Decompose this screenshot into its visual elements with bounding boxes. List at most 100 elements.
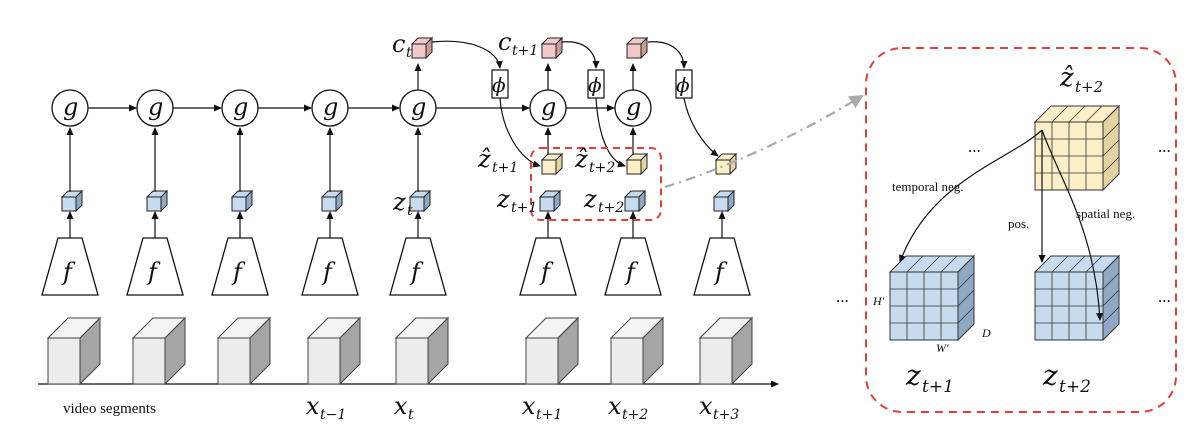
f-encoder: f (519, 211, 577, 296)
svg-text:z: z (496, 185, 510, 213)
svg-text:t: t (407, 203, 413, 219)
z-cubes (60, 189, 736, 213)
g-node: g (399, 89, 437, 127)
segment-box (216, 316, 272, 386)
zhat-cube (540, 152, 564, 176)
f-encoder: f (211, 211, 269, 296)
svg-text:z: z (583, 185, 597, 213)
g-node: g (136, 89, 174, 127)
zhat-cube (714, 152, 738, 176)
segment-box (131, 316, 187, 386)
spatial-neg-label: spatial neg. (1076, 206, 1135, 221)
z-cube (538, 189, 562, 213)
segment-box (306, 316, 362, 386)
g-node: g (311, 89, 349, 127)
g-label: g (323, 93, 338, 121)
svg-text:x: x (608, 392, 622, 420)
g-label: g (63, 93, 78, 121)
ellipsis-right-bottom: ... (1158, 287, 1171, 306)
c-cube (540, 36, 564, 60)
svg-text:t+2: t+2 (622, 407, 648, 423)
g-label: g (626, 93, 641, 121)
segment-box (609, 316, 665, 386)
f-encoder: f (41, 211, 99, 296)
g-node: g (221, 89, 259, 127)
svg-text:z: z (905, 359, 921, 392)
g-label: g (411, 93, 426, 121)
zoom-zhat-cube (1033, 104, 1121, 192)
segment-box (698, 316, 754, 386)
dim-h-label: H′ (872, 294, 885, 308)
zoom-zhat-label: ẑ t+2 (1059, 63, 1103, 96)
svg-text:t+3: t+3 (713, 407, 739, 423)
zoom-box (865, 47, 1177, 413)
phi-label: ϕ (492, 73, 506, 97)
g-node: g (529, 89, 567, 127)
svg-text:ẑ: ẑ (477, 145, 491, 173)
svg-text:c: c (498, 28, 511, 56)
zhat-cube (625, 152, 649, 176)
temporal-neg-label: temporal neg. (892, 179, 963, 194)
f-encoder: f (389, 211, 447, 296)
svg-text:t: t (406, 45, 412, 61)
svg-text:t+1: t+1 (536, 407, 562, 423)
z-cube (408, 189, 432, 213)
phi-block: ϕ (491, 69, 509, 99)
svg-text:t: t (408, 407, 414, 423)
z-cube (320, 189, 344, 213)
dim-d-label: D (981, 326, 991, 340)
svg-text:x: x (699, 392, 713, 420)
svg-text:x: x (306, 392, 320, 420)
z-cube (712, 189, 736, 213)
svg-text:t+1: t+1 (922, 377, 954, 397)
zoom-panel: ẑ t+2 ... ... ... ... temporal neg. spat… (836, 47, 1177, 413)
svg-text:x: x (394, 392, 408, 420)
f-encoder: f (693, 211, 751, 296)
f-encoder: f (301, 211, 359, 296)
video-segments-label: video segments (63, 401, 156, 417)
label-zt: z t (392, 188, 413, 219)
segment-box (394, 316, 450, 386)
pos-label: pos. (1008, 216, 1029, 231)
svg-text:ẑ: ẑ (574, 145, 588, 173)
segment-box (524, 316, 580, 386)
svg-text:t−1: t−1 (320, 407, 346, 423)
g-node: g (51, 89, 89, 127)
selection-box (530, 147, 662, 221)
segment-box (46, 316, 102, 386)
svg-text:c: c (392, 30, 405, 58)
label-ct: c t (392, 30, 412, 61)
svg-text:t+2: t+2 (1075, 78, 1103, 96)
g-node: g (614, 89, 652, 127)
ellipsis-left-bottom: ... (836, 287, 849, 306)
zoom-arrow (664, 94, 864, 189)
svg-text:t+1: t+1 (512, 43, 538, 59)
zoom-cubes (888, 104, 1121, 342)
z-cube (623, 189, 647, 213)
label-ct1: c t+1 (498, 28, 538, 59)
zoom-z2-cube (1033, 254, 1121, 342)
zoom-z1-label: z t+1 (905, 359, 954, 397)
phi-block: ϕ (675, 69, 693, 99)
z-cube (60, 189, 84, 213)
f-encoder: f (604, 211, 662, 296)
c-cube (410, 36, 434, 60)
svg-text:t+1: t+1 (511, 200, 537, 216)
dim-w-label: W′ (936, 341, 949, 355)
svg-text:t+1: t+1 (492, 160, 518, 176)
zoom-z1-cube (888, 254, 976, 342)
g-label: g (148, 93, 163, 121)
svg-text:t+2: t+2 (598, 200, 624, 216)
svg-text:t+2: t+2 (1059, 377, 1091, 397)
ellipsis-right-top: ... (1158, 137, 1171, 156)
svg-text:x: x (522, 392, 536, 420)
